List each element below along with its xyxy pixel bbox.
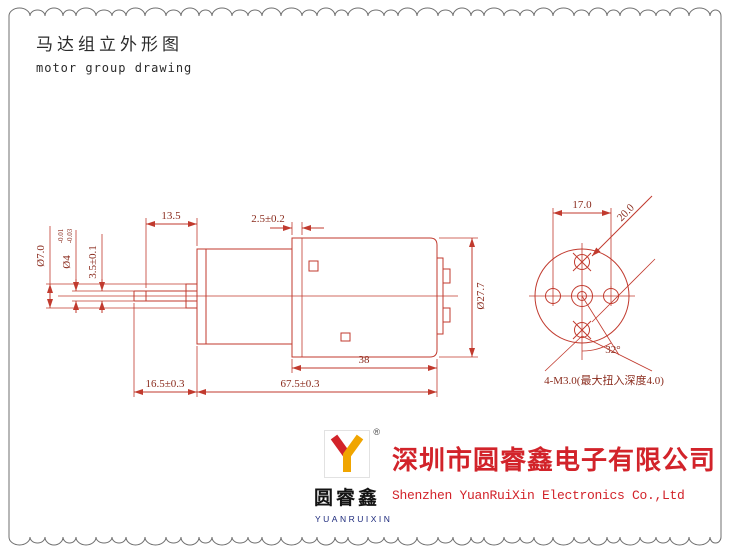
- company-name-cn: 深圳市圆睿鑫电子有限公司: [392, 446, 717, 475]
- company-name-en: Shenzhen YuanRuiXin Electronics Co.,Ltd: [392, 488, 685, 503]
- dim-shaft-tol-lower-label: -0.03: [66, 228, 74, 243]
- front-view: [529, 243, 635, 360]
- dimension-lines: [46, 195, 656, 397]
- dim-shaft-core-label: Ø4: [61, 255, 73, 269]
- dim-body-length-label: 67.5±0.3: [280, 378, 320, 390]
- dimension-labels: Ø7.0 Ø4 -0.01 -0.03 3.5±0.1 13.5 2.5±0.2…: [35, 199, 664, 390]
- logo-brand-text: YUANRUIXIN: [315, 514, 393, 524]
- company-names: 深圳市圆睿鑫电子有限公司 Shenzhen YuanRuiXin Electro…: [392, 430, 716, 503]
- side-view: [58, 237, 458, 358]
- dim-motor-length-label: 38: [359, 354, 371, 366]
- dim-shaft-tip-label: 3.5±0.1: [87, 245, 99, 279]
- border-bottom-scallop: [8, 536, 722, 546]
- brand-logo-icon: [330, 434, 364, 472]
- screw-note-label: 4-M3.0(最大扭入深度4.0): [544, 373, 664, 387]
- drawing-title-en: motor group drawing: [36, 61, 193, 75]
- logo-chinese-text: 圆睿鑫: [314, 488, 381, 509]
- dim-motor-diameter-label: Ø27.7: [475, 282, 487, 310]
- dim-hole-pitch-d-label: 20.0: [615, 201, 637, 224]
- dim-shaft-length-label: 16.5±0.3: [145, 378, 185, 390]
- brand-logo: ®: [324, 427, 380, 478]
- border-top-scallop: [8, 7, 722, 17]
- footer-brand: ® 圆睿鑫 YUANRUIXIN 深圳市圆睿鑫电子有限公司 Shenzhen Y…: [314, 427, 716, 524]
- logo-column: ® 圆睿鑫 YUANRUIXIN: [314, 427, 393, 524]
- drawing-title-cn: 马达组立外形图: [36, 35, 183, 54]
- dim-hole-pitch-h-label: 17.0: [572, 199, 592, 211]
- dim-shaft-tol-upper-label: -0.01: [57, 228, 65, 243]
- dim-front-step-label: 2.5±0.2: [251, 213, 285, 225]
- registered-mark: ®: [373, 427, 380, 437]
- drawing-title: 马达组立外形图 motor group drawing: [36, 30, 192, 75]
- dim-gearbox-length-label: 13.5: [161, 210, 181, 222]
- dim-hole-angle-label: 32°: [605, 344, 620, 356]
- dim-shaft-od-label: Ø7.0: [35, 245, 47, 267]
